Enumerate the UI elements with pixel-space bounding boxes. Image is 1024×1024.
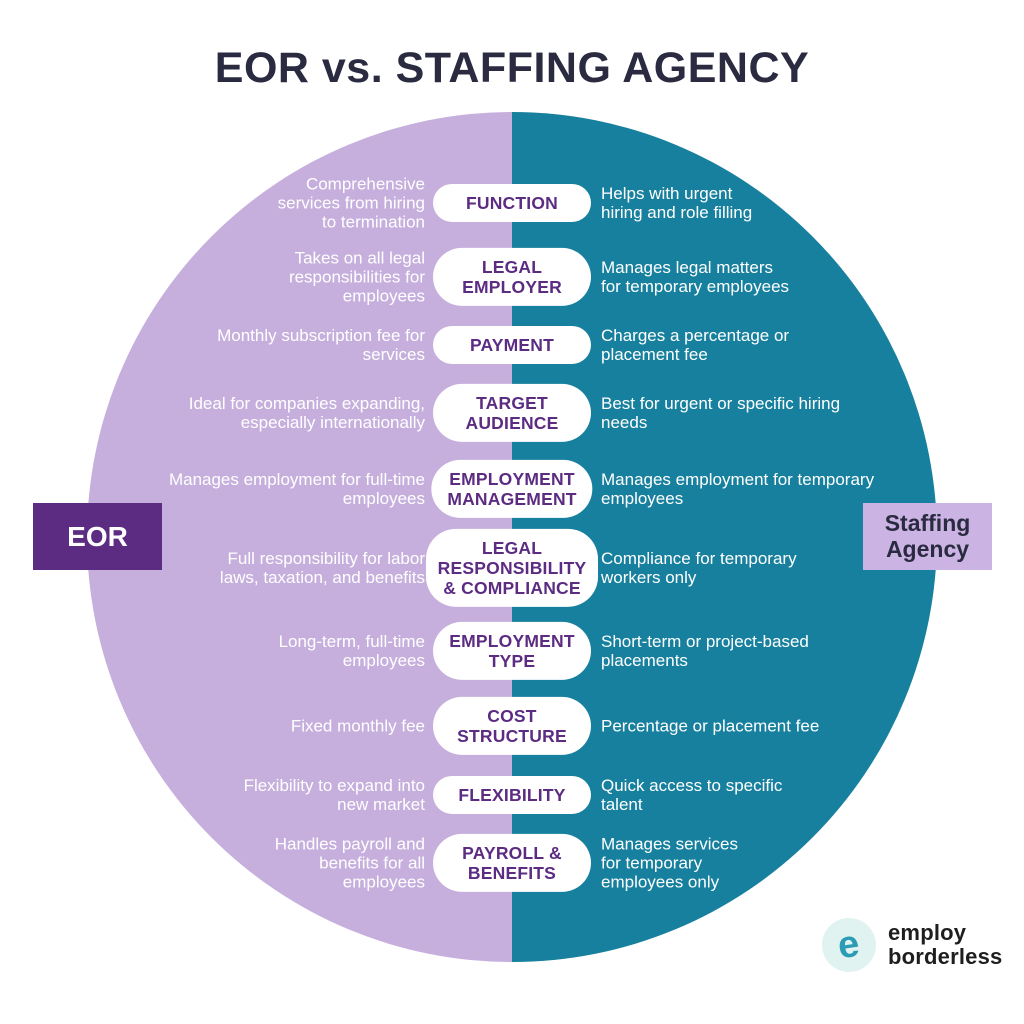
- eor-point-text: Full responsibility for labor laws, taxa…: [219, 548, 425, 587]
- eor-point-text: Takes on all legal responsibilities for …: [288, 248, 425, 306]
- category-label: FUNCTION: [465, 192, 558, 213]
- brand-logo: e employ borderless: [822, 918, 1003, 972]
- agency-point-text: Manages employment for temporary employe…: [601, 469, 875, 508]
- category-pill: COST STRUCTURE: [433, 696, 591, 756]
- category-label: EMPLOYMENT TYPE: [449, 630, 575, 671]
- eor-point-text: Long-term, full-time employees: [278, 631, 425, 670]
- agency-point-text: Manages legal matters for temporary empl…: [601, 257, 790, 296]
- category-label: LEGAL RESPONSIBILITY & COMPLIANCE: [437, 537, 587, 599]
- eor-point-text: Monthly subscription fee for services: [217, 325, 425, 364]
- category-label: COST STRUCTURE: [457, 705, 567, 746]
- brand-logo-text: employ borderless: [888, 920, 1003, 969]
- agency-point-text: Manages services for temporary employees…: [601, 834, 739, 892]
- category-pill: LEGAL RESPONSIBILITY & COMPLIANCE: [426, 528, 598, 608]
- eor-side-label: EOR: [67, 520, 128, 552]
- category-label: TARGET AUDIENCE: [465, 392, 559, 433]
- eor-point-text: Comprehensive services from hiring to te…: [277, 174, 425, 232]
- category-label: PAYROLL & BENEFITS: [462, 842, 562, 883]
- page-title: EOR vs. STAFFING AGENCY: [214, 44, 810, 92]
- staffing-agency-side-tag: Staffing Agency: [863, 503, 992, 570]
- agency-point-text: Compliance for temporary workers only: [601, 548, 797, 587]
- category-pill: FUNCTION: [433, 183, 591, 223]
- logo-e-glyph: e: [835, 922, 863, 968]
- category-label: LEGAL EMPLOYER: [462, 256, 562, 297]
- category-pill: TARGET AUDIENCE: [433, 383, 591, 443]
- staffing-agency-side-label: Staffing Agency: [884, 509, 971, 562]
- eor-point-text: Ideal for companies expanding, especiall…: [188, 393, 425, 432]
- agency-point-text: Best for urgent or specific hiring needs: [601, 393, 841, 432]
- agency-point-text: Helps with urgent hiring and role fillin…: [601, 183, 753, 222]
- employ-borderless-icon: e: [822, 918, 876, 972]
- category-label: FLEXIBILITY: [458, 784, 566, 805]
- category-pill: EMPLOYMENT MANAGEMENT: [431, 459, 593, 519]
- agency-point-text: Percentage or placement fee: [601, 716, 820, 736]
- eor-point-text: Fixed monthly fee: [290, 716, 425, 736]
- eor-point-text: Flexibility to expand into new market: [243, 775, 425, 814]
- category-pill: PAYMENT: [433, 325, 591, 365]
- category-label: PAYMENT: [469, 334, 555, 355]
- category-label: EMPLOYMENT MANAGEMENT: [447, 468, 577, 509]
- agency-point-text: Charges a percentage or placement fee: [601, 325, 790, 364]
- category-pill: FLEXIBILITY: [433, 775, 591, 815]
- category-pill: EMPLOYMENT TYPE: [433, 621, 591, 681]
- eor-point-text: Handles payroll and benefits for all emp…: [274, 834, 425, 892]
- category-pill: PAYROLL & BENEFITS: [433, 833, 591, 893]
- eor-side-tag: EOR: [33, 503, 162, 570]
- eor-point-text: Manages employment for full-time employe…: [168, 469, 425, 508]
- agency-point-text: Short-term or project-based placements: [601, 631, 809, 670]
- category-pill: LEGAL EMPLOYER: [433, 247, 591, 307]
- agency-point-text: Quick access to specific talent: [601, 775, 783, 814]
